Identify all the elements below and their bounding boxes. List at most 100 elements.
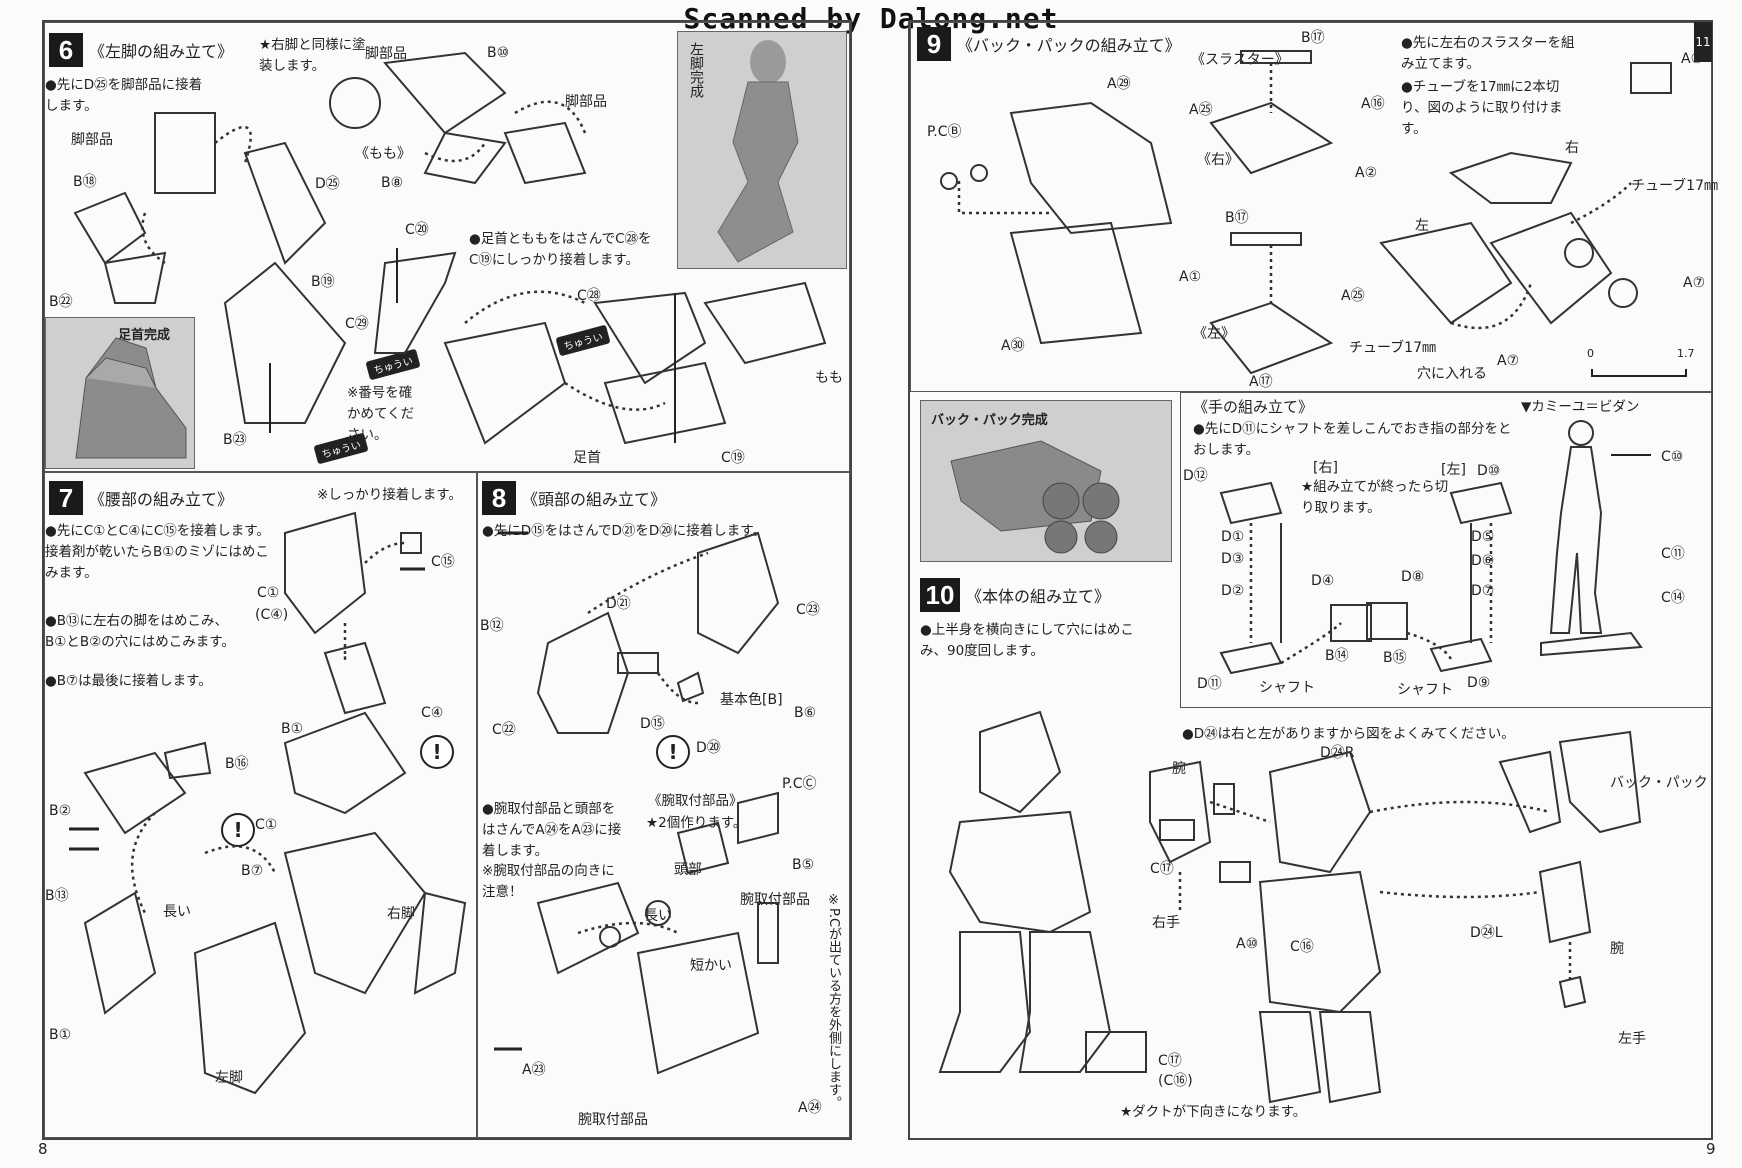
figure-title: ▼カミーユ＝ビダン — [1521, 399, 1640, 415]
scale-end: 1.7 — [1677, 347, 1695, 360]
part-label: C① — [255, 817, 278, 833]
section-8-linework — [494, 531, 780, 1075]
right-page: 9 《バック・パックの組み立て》 ●先に左右のスラスターを組み立てます。 ●チュ… — [908, 20, 1718, 1140]
part-label: D① — [1221, 529, 1245, 545]
part-label: 《右》 — [1197, 152, 1239, 168]
part-label: 左手 — [1618, 1031, 1646, 1047]
section-title: 《腰部の組み立て》 — [89, 490, 234, 509]
scan-banner: Scanned by Dalong.net — [683, 2, 1059, 35]
instruction: ●先にC①とC④にC⑮を接着します。接着剤が乾いたらB①のミゾにはめこみます。 — [45, 523, 270, 581]
part-label: D② — [1221, 583, 1245, 599]
part-label: D⑪ — [1197, 676, 1222, 692]
part-label: C⑰ — [1158, 1053, 1182, 1069]
step-number: 6 — [49, 33, 83, 67]
foot-complete-photo: 足首完成 — [45, 317, 195, 469]
part-label: A㉙ — [1107, 76, 1131, 92]
part-label: A⑰ — [1249, 374, 1273, 390]
section-8-title: 8 《頭部の組み立て》 — [482, 481, 666, 515]
part-label: B⑯ — [225, 756, 249, 772]
instruction: ●先に左右のスラスターを組み立てます。 — [1401, 35, 1575, 72]
part-label: B① — [49, 1027, 72, 1043]
part-label: D㉔L — [1470, 925, 1503, 941]
part-label: C⑮ — [431, 554, 455, 570]
part-label: C㉓ — [796, 602, 820, 618]
photo-caption: 足首完成 — [118, 328, 171, 343]
part-label: D③ — [1221, 551, 1245, 567]
part-label: シャフト — [1397, 682, 1453, 698]
part-label: D⑤ — [1471, 529, 1495, 545]
part-label: C⑲ — [721, 450, 745, 466]
section-7-linework — [69, 511, 467, 1095]
leg-silhouette — [717, 40, 799, 263]
subsection-title: 《腕取付部品》 — [648, 793, 743, 809]
part-label: 基本色[B] — [720, 692, 783, 708]
instruction: ●先にD⑪にシャフトを差しこんでおき指の部分をとおします。 — [1193, 421, 1512, 458]
part-label: A⑦ — [1497, 353, 1520, 369]
length-scale: 0 1.7 — [1587, 347, 1697, 383]
part-label: D㉕ — [315, 176, 340, 192]
part-label: B② — [49, 803, 72, 819]
part-label: B⑤ — [792, 857, 815, 873]
section-9-linework — [940, 50, 1672, 375]
instruction: ●D㉔は右と左がありますから図をよくみてください。 — [1182, 726, 1515, 742]
part-label: 《左》 — [1193, 326, 1235, 342]
instruction: ●B⑬に左右の脚をはめこみ、B①とB②の穴にはめこみます。 — [45, 613, 235, 650]
part-label: C⑰ — [1150, 861, 1174, 877]
part-label: C④ — [421, 705, 444, 721]
side-note: ※P.Cが出ている方を外側にします。 — [826, 893, 841, 1110]
attention-icon: ! — [656, 735, 690, 769]
part-label: D⑫ — [1183, 468, 1208, 484]
part-label: D⑩ — [1477, 463, 1501, 479]
section-6-title: 6 《左脚の組み立て》 — [49, 33, 233, 67]
part-label: 腕取付部品 — [578, 1112, 648, 1128]
part-label: C㉒ — [492, 722, 516, 738]
part-label: 脚部品 — [565, 94, 607, 110]
part-label: D⑧ — [1401, 569, 1425, 585]
left-leg-complete-photo: 左脚完成 — [677, 31, 847, 269]
section-10-linework — [938, 710, 1642, 1104]
part-label: C⑪ — [1661, 546, 1685, 562]
part-label: A㉕ — [1341, 288, 1365, 304]
side-tab-text: 11 — [1695, 35, 1711, 49]
part-label: (C⑯) — [1158, 1073, 1193, 1089]
note-star: ★右脚と同様に塗装します。 — [259, 37, 366, 74]
left-page: 6 《左脚の組み立て》 ★右脚と同様に塗装します。 ●先にD㉕を脚部品に接着しま… — [42, 20, 852, 1140]
part-label: C㉘ — [577, 288, 601, 304]
part-label: C① — [257, 585, 280, 601]
part-label: 腕 — [1610, 941, 1624, 957]
part-label: 左脚 — [215, 1070, 243, 1086]
part-label: B⑦ — [241, 863, 264, 879]
section-title: 《頭部の組み立て》 — [522, 490, 667, 509]
instruction: ●チューブを17㎜に2本切り、図のように取り付けます。 — [1401, 79, 1563, 137]
instruction: ●先にD㉕を脚部品に接着します。 — [45, 77, 203, 114]
part-label: C⑯ — [1290, 939, 1314, 955]
part-label: C⑩ — [1661, 449, 1684, 465]
section-7: 7 《腰部の組み立て》 ※しっかり接着します。 ●先にC①とC④にC⑮を接着しま… — [44, 472, 477, 1138]
hand-section: 《手の組み立て》 ●先にD⑪にシャフトを差しこんでおき指の部分をとおします。 ▼… — [1180, 392, 1712, 708]
part-label: B⑫ — [480, 618, 504, 634]
part-label: B⑰ — [1225, 210, 1249, 226]
section-7-title: 7 《腰部の組み立て》 — [49, 481, 233, 515]
part-label: (C④) — [255, 607, 289, 623]
part-label: A㉓ — [522, 1062, 546, 1078]
scale-start: 0 — [1587, 347, 1594, 360]
part-label: A㉚ — [1001, 338, 1025, 354]
part-label: C⑭ — [1661, 590, 1685, 606]
part-label: P.CⒸ — [782, 776, 817, 792]
step-number: 9 — [917, 27, 951, 61]
section-10-title: 10 《本体の組み立て》 — [920, 578, 1110, 612]
foot-silhouette — [75, 337, 187, 459]
subsection-note: ★2個作ります。 — [646, 815, 747, 831]
instruction-note: ※腕取付部品の向きに注意！ — [482, 863, 615, 900]
part-label: D⑮ — [640, 716, 665, 732]
step-number: 8 — [482, 481, 516, 515]
section-10: 10 《本体の組み立て》 ●上半身を横向きにして穴にはめこみ、90度回します。 … — [910, 572, 1712, 1138]
section-title: 《手の組み立て》 — [1193, 398, 1314, 416]
part-label: 《もも》 — [355, 146, 411, 162]
instruction-note: ★組み立てが終ったら切り取ります。 — [1301, 479, 1449, 516]
part-label: A㉕ — [1189, 102, 1213, 118]
part-label: 脚部品 — [365, 46, 407, 62]
section-6: 6 《左脚の組み立て》 ★右脚と同様に塗装します。 ●先にD㉕を脚部品に接着しま… — [44, 22, 850, 472]
attention-icon: ! — [221, 813, 255, 847]
instruction: ●B⑦は最後に接着します。 — [45, 673, 212, 689]
